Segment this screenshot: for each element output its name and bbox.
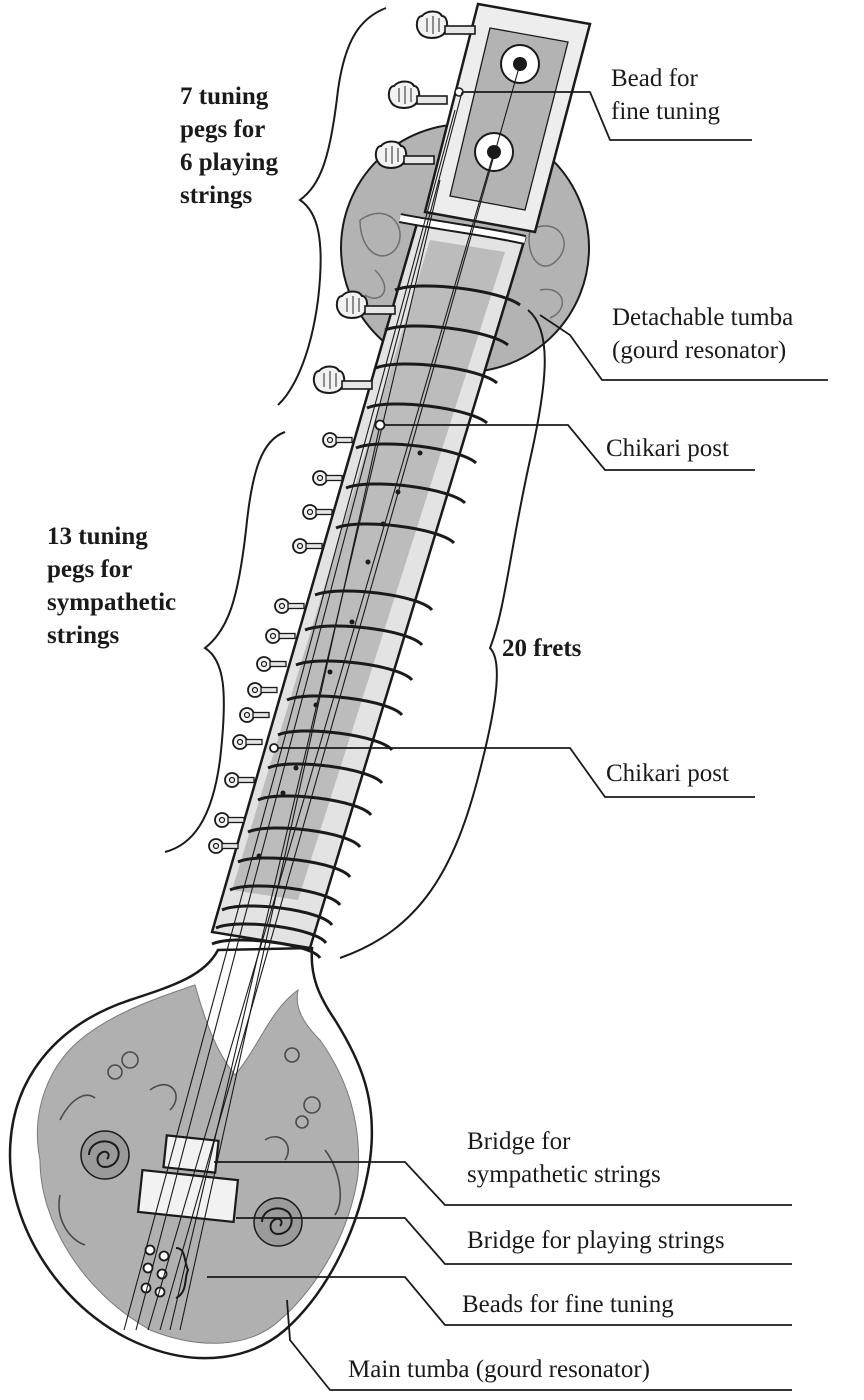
label-chikari-post-lower: Chikari post xyxy=(606,760,729,787)
label-bridge-sympathetic-line2: sympathetic strings xyxy=(467,1161,661,1188)
leader-bridge-sympathetic xyxy=(214,1161,792,1206)
bracket-playing-pegs xyxy=(277,7,387,406)
label-tuning-pegs-playing-line4: strings xyxy=(180,182,253,209)
label-bridge-sympathetic: Bridge for sympathetic strings xyxy=(467,1125,661,1191)
strings xyxy=(123,63,521,1331)
frets xyxy=(211,284,521,960)
label-chikari-post-upper: Chikari post xyxy=(606,435,729,462)
label-tuning-pegs-playing-line2: pegs for xyxy=(180,116,266,143)
label-tuning-pegs-sympathetic-line1: 13 tuning xyxy=(47,523,148,550)
chikari-posts xyxy=(256,419,423,859)
leader-bead-fine-tuning xyxy=(463,91,752,141)
label-bead-fine-tuning-line1: Bead for xyxy=(611,65,698,92)
label-tuning-pegs-playing: 7 tuning pegs for 6 playing strings xyxy=(180,80,278,212)
leader-detachable-tumba xyxy=(539,314,828,381)
label-detachable-tumba-line1: Detachable tumba xyxy=(612,304,794,331)
neck xyxy=(210,218,527,950)
leader-chikari-upper xyxy=(384,424,755,471)
label-bead-fine-tuning: Bead for fine tuning xyxy=(611,62,720,128)
label-frets: 20 frets xyxy=(502,635,582,662)
leader-beads xyxy=(207,1276,792,1326)
leader-chikari-lower xyxy=(278,747,755,798)
label-tuning-pegs-playing-line3: 6 playing xyxy=(180,149,278,176)
label-bridge-sympathetic-line1: Bridge for xyxy=(467,1128,571,1155)
bracket-frets xyxy=(339,309,546,959)
label-tuning-pegs-sympathetic-line2: pegs for xyxy=(47,556,133,583)
label-beads-fine-tuning: Beads for fine tuning xyxy=(462,1291,674,1318)
label-detachable-tumba-line2: (gourd resonator) xyxy=(612,337,787,364)
label-bridge-playing: Bridge for playing strings xyxy=(467,1227,725,1254)
label-detachable-tumba: Detachable tumba (gourd resonator) xyxy=(612,301,793,367)
leader-lines xyxy=(207,91,828,1391)
label-tuning-pegs-sympathetic-line3: sympathetic xyxy=(47,589,177,616)
headstock xyxy=(399,2,592,245)
bracket-sympathetic-pegs xyxy=(164,431,286,853)
leader-bridge-playing xyxy=(236,1217,792,1265)
leader-main-tumba xyxy=(286,1299,792,1391)
label-tuning-pegs-sympathetic-line4: strings xyxy=(47,622,120,649)
label-main-tumba: Main tumba (gourd resonator) xyxy=(348,1356,651,1383)
label-tuning-pegs-sympathetic: 13 tuning pegs for sympathetic strings xyxy=(47,520,176,652)
label-tuning-pegs-playing-line1: 7 tuning xyxy=(180,83,269,110)
label-bead-fine-tuning-line2: fine tuning xyxy=(611,98,721,125)
bridge-sympathetic xyxy=(162,1134,220,1174)
bridge-playing xyxy=(136,1168,240,1224)
